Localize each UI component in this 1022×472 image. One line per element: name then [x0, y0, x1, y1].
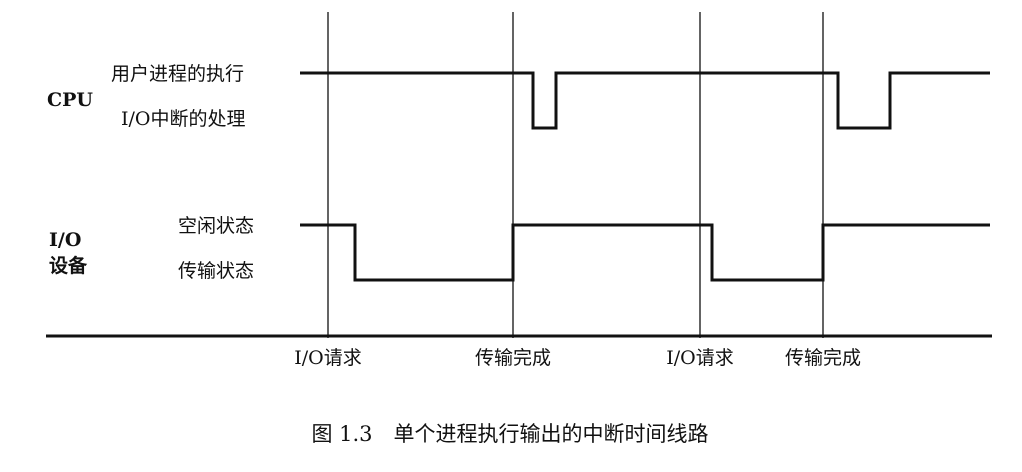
figure-caption: 图 1.3 单个进程执行输出的中断时间线路 — [311, 422, 708, 446]
cpu-high-state-label: 用户进程的执行 — [111, 63, 244, 85]
io-high-state-label: 空闲状态 — [178, 215, 254, 237]
io-low-state-label: 传输状态 — [178, 260, 254, 282]
event-label-io-request-2: I/O请求 — [666, 347, 733, 369]
io-group-label-line1: I/O — [49, 229, 81, 251]
cpu-signal-line — [300, 71, 990, 130]
event-label-transfer-complete-1: 传输完成 — [475, 347, 551, 369]
cpu-low-state-label: I/O中断的处理 — [121, 108, 245, 130]
io-signal-line — [300, 223, 990, 282]
event-label-io-request-1: I/O请求 — [294, 347, 361, 369]
cpu-group-label: CPU — [47, 89, 93, 111]
event-label-transfer-complete-2: 传输完成 — [785, 347, 861, 369]
io-group-label-line2: 设备 — [49, 254, 88, 277]
